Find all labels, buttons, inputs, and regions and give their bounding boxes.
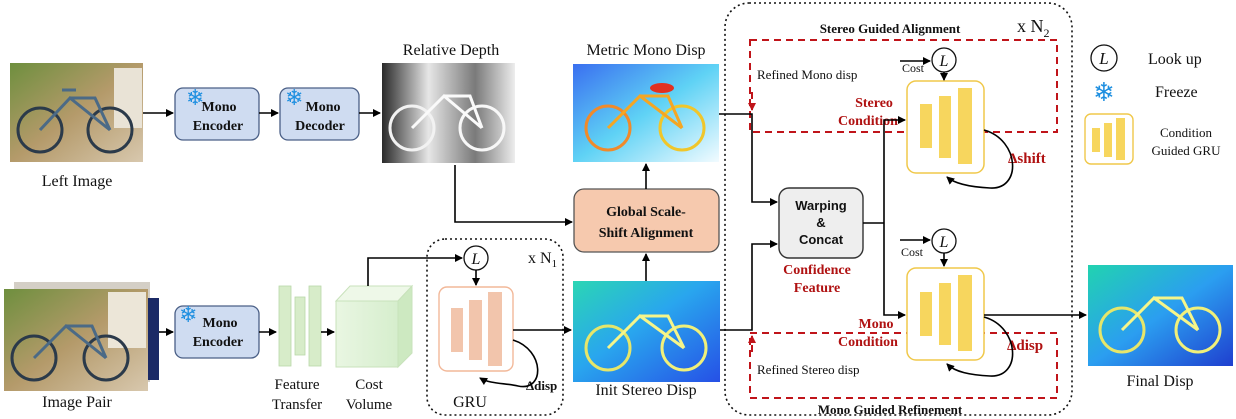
refinement-iteration-box <box>724 2 1073 416</box>
image-pair-label: Image Pair <box>42 394 112 411</box>
mono-decoder-line1: Mono <box>306 100 341 115</box>
final-disp-image <box>1088 265 1233 366</box>
global-alignment-line2: Shift Alignment <box>599 226 694 241</box>
lookup-icon-top: L <box>931 47 957 73</box>
mono-encoder-top-line1: Mono <box>202 100 237 115</box>
image-pair <box>4 282 159 391</box>
mono-guided-refinement-box <box>749 332 1058 399</box>
legend-condition-line1: Condition <box>1160 125 1213 140</box>
cost-volume-line2: Volume <box>346 397 393 413</box>
refined-stereo-disp-label: Refined Stereo disp <box>757 362 860 377</box>
warping-line1: Warping <box>795 198 847 213</box>
lookup-icon-bottom: L <box>931 228 957 254</box>
cost-volume-line1: Cost <box>355 377 383 393</box>
svg-text:L: L <box>939 53 949 70</box>
snowflake-icon: ❄ <box>285 85 303 110</box>
delta-disp-mono-label: Δdisp <box>1007 338 1043 354</box>
legend-condition-line2: Guided GRU <box>1152 143 1222 158</box>
legend-snowflake-icon: ❄ <box>1093 77 1115 107</box>
legend-condition-gru-icon <box>1084 113 1134 165</box>
left-image-label: Left Image <box>42 173 113 190</box>
metric-mono-disp-image <box>573 64 719 162</box>
stereo-guided-alignment-label: Stereo Guided Alignment <box>820 21 961 36</box>
svg-text:L: L <box>471 251 481 268</box>
legend-lookup-text: Look up <box>1148 51 1202 68</box>
warping-line3: Concat <box>799 232 844 247</box>
legend: L Look up ❄ Freeze Condition Guided GRU <box>1084 44 1222 165</box>
relative-depth-label: Relative Depth <box>403 42 499 59</box>
gru-label: GRU <box>453 394 487 411</box>
stereo-guided-alignment-box <box>749 39 1058 133</box>
n2-label: x N2 <box>1017 16 1050 40</box>
gru-block <box>438 286 514 372</box>
refined-mono-disp-label: Refined Mono disp <box>757 67 857 82</box>
stereo-condition-gru <box>906 80 985 174</box>
confidence-line2: Feature <box>794 281 840 296</box>
final-disp-label: Final Disp <box>1126 373 1193 390</box>
init-stereo-disp-image <box>573 281 720 382</box>
mono-encoder-top: ❄ Mono Encoder <box>174 85 260 141</box>
snowflake-icon: ❄ <box>179 302 197 327</box>
metric-mono-disp-label: Metric Mono Disp <box>586 42 705 59</box>
svg-text:L: L <box>1098 49 1108 68</box>
relative-depth-image <box>382 63 515 163</box>
legend-lookup-icon: L <box>1090 44 1118 72</box>
mono-decoder-line2: Decoder <box>295 119 345 134</box>
gru-iteration-box <box>426 238 564 416</box>
warping-line2: & <box>816 215 825 230</box>
mono-encoder-top-line2: Encoder <box>193 119 244 134</box>
stereo-condition-line2: Condition <box>838 114 898 129</box>
mono-condition-gru <box>906 267 985 361</box>
init-stereo-disp-label: Init Stereo Disp <box>595 382 696 399</box>
global-alignment-line1: Global Scale- <box>606 205 686 220</box>
snowflake-icon: ❄ <box>186 85 204 110</box>
feature-transfer <box>278 285 322 367</box>
mono-condition-line2: Condition <box>838 335 898 350</box>
confidence-line1: Confidence <box>783 263 851 278</box>
svg-text:L: L <box>939 234 949 251</box>
mono-guided-refinement-label: Mono Guided Refinement <box>818 402 963 417</box>
global-alignment-block: Global Scale- Shift Alignment <box>573 188 720 253</box>
delta-shift-label: Δshift <box>1008 151 1046 167</box>
mono-encoder-bottom-line2: Encoder <box>193 335 244 350</box>
feature-transfer-line2: Transfer <box>272 397 322 413</box>
warping-concat-block: Warping & Concat <box>778 187 864 259</box>
n1-label: x N1 <box>528 250 557 270</box>
cost-bottom-label: Cost <box>901 245 924 259</box>
stereo-condition-line1: Stereo <box>855 96 893 111</box>
left-image <box>10 63 143 162</box>
mono-condition-line1: Mono <box>859 317 894 332</box>
flow-arrows <box>143 57 1087 388</box>
feature-transfer-line1: Feature <box>275 377 320 393</box>
cost-top-label: Cost <box>902 61 925 75</box>
gru-lookup-icon: L <box>463 245 489 271</box>
mono-decoder: ❄ Mono Decoder <box>279 85 360 141</box>
cost-volume <box>334 284 414 369</box>
legend-freeze-text: Freeze <box>1155 84 1198 101</box>
mono-encoder-bottom-line1: Mono <box>203 316 238 331</box>
mono-encoder-bottom: ❄ Mono Encoder <box>174 302 260 359</box>
